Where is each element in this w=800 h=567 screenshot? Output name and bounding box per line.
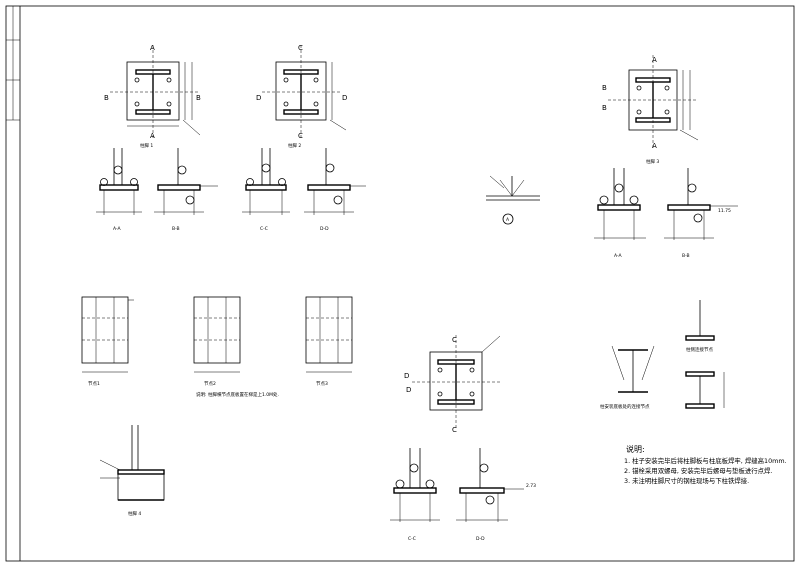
svg-text:D: D bbox=[404, 372, 409, 380]
note-2: 2. 锚栓采用双螺母, 安装完毕后螺母与垫板进行点焊. bbox=[624, 466, 772, 475]
weld-detail-a: A bbox=[486, 175, 540, 225]
svg-text:2.73: 2.73 bbox=[526, 483, 536, 489]
detail-title-jiao1: 柱脚 1 bbox=[140, 142, 153, 149]
svg-text:C: C bbox=[452, 426, 457, 434]
svg-text:D: D bbox=[342, 94, 347, 102]
svg-text:节点3: 节点3 bbox=[316, 381, 328, 387]
plan-jiao2: C D D C 柱脚 2 bbox=[256, 44, 347, 149]
plan-bottom: C D D C bbox=[404, 335, 501, 434]
plan-jiao3: A B B A 柱脚 3 bbox=[602, 55, 699, 165]
svg-text:D: D bbox=[406, 386, 411, 394]
elev-right-aa: A-A bbox=[594, 168, 646, 259]
svg-text:A: A bbox=[652, 142, 657, 150]
svg-text:节点2: 节点2 bbox=[204, 381, 216, 387]
node-column: 柱安装底板处的连接节点 bbox=[600, 345, 655, 410]
svg-text:C: C bbox=[298, 132, 303, 140]
svg-text:C: C bbox=[452, 336, 457, 344]
sheet-border bbox=[5, 5, 795, 562]
svg-text:B-B: B-B bbox=[682, 253, 690, 259]
node-1: 节点1 bbox=[81, 296, 134, 387]
svg-text:柱脚 3: 柱脚 3 bbox=[646, 158, 659, 165]
elev-dd: D-D bbox=[304, 148, 366, 232]
elev-bb: B-B bbox=[154, 148, 218, 232]
elev-bottom-cc: C-C bbox=[390, 448, 440, 542]
svg-text:C-C: C-C bbox=[260, 226, 268, 232]
svg-text:A: A bbox=[150, 132, 155, 140]
svg-text:A-A: A-A bbox=[113, 226, 122, 232]
svg-text:A: A bbox=[506, 217, 510, 223]
svg-text:柱侧连接节点: 柱侧连接节点 bbox=[686, 346, 713, 353]
svg-text:C-C: C-C bbox=[408, 536, 416, 542]
svg-text:D-D: D-D bbox=[320, 226, 329, 232]
svg-text:B: B bbox=[104, 94, 109, 102]
plan-jiao1: A B B A 柱脚 1 bbox=[104, 44, 201, 149]
svg-text:柱脚 4: 柱脚 4 bbox=[128, 510, 141, 517]
general-notes: 说明: 1. 柱子安装完毕后将柱脚板与柱底板焊牢, 焊缝高10mm. 2. 锚栓… bbox=[624, 444, 787, 485]
svg-text:柱脚 2: 柱脚 2 bbox=[288, 142, 301, 149]
node-2: 节点2 bbox=[193, 296, 241, 387]
svg-text:C: C bbox=[298, 44, 303, 52]
node-side: 柱侧连接节点 bbox=[685, 300, 725, 409]
section-mark-a: A bbox=[150, 44, 155, 52]
svg-text:A-A: A-A bbox=[614, 253, 623, 259]
svg-text:B: B bbox=[602, 104, 607, 112]
svg-text:B: B bbox=[602, 84, 607, 92]
svg-text:B-B: B-B bbox=[172, 226, 180, 232]
svg-text:柱安装底板处的连接节点: 柱安装底板处的连接节点 bbox=[600, 403, 650, 410]
note-1: 1. 柱子安装完毕后将柱脚板与柱底板焊牢, 焊缝高10mm. bbox=[624, 456, 787, 465]
elev-cc: C-C bbox=[242, 148, 290, 232]
remark-mid: 说明: 柱脚横节点底板置在梯是上1.0M处. bbox=[196, 391, 279, 398]
svg-text:A: A bbox=[652, 56, 657, 64]
node-3: 节点3 bbox=[305, 296, 353, 387]
svg-text:D: D bbox=[256, 94, 261, 102]
notes-title: 说明: bbox=[626, 444, 645, 454]
svg-text:D-D: D-D bbox=[476, 536, 485, 542]
svg-text:B: B bbox=[196, 94, 201, 102]
svg-text:节点1: 节点1 bbox=[88, 381, 100, 387]
elev-right-bb: 11.75 B-B bbox=[664, 168, 738, 259]
elev-aa: A-A bbox=[96, 148, 142, 232]
svg-text:11.75: 11.75 bbox=[718, 208, 731, 214]
plan-jiao4: 柱脚 4 bbox=[99, 425, 165, 517]
elev-bottom-dd: 2.73 D-D bbox=[456, 448, 536, 542]
note-3: 3. 未注明柱脚尺寸的钢柱现场与下柱铁焊接. bbox=[624, 476, 749, 485]
